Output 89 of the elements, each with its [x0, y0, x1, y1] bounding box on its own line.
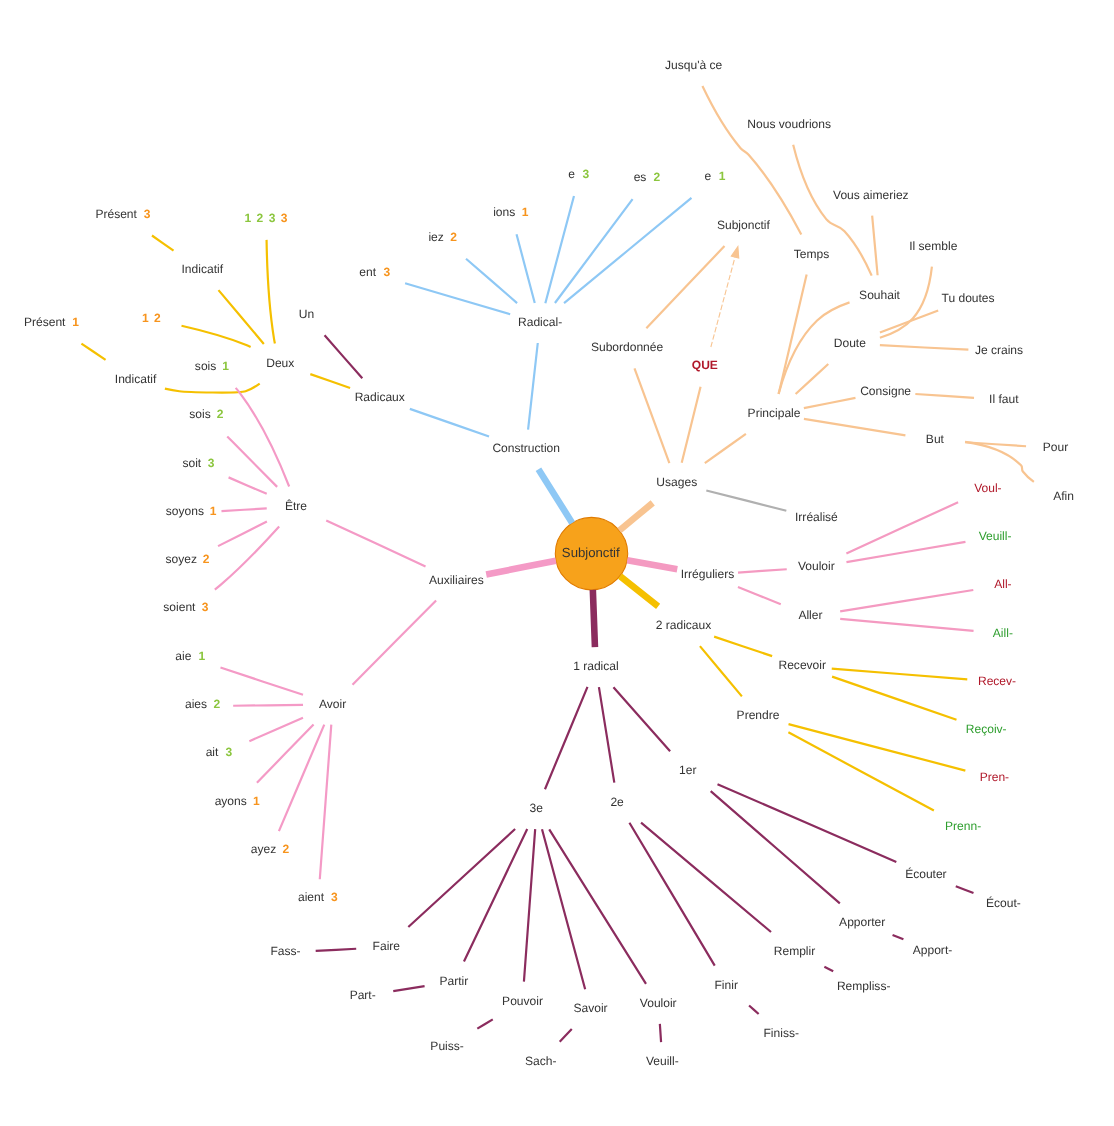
connector	[964, 439, 1035, 482]
connector	[831, 666, 968, 680]
connector	[226, 434, 278, 487]
connector	[597, 685, 616, 782]
connector	[699, 644, 743, 697]
connector	[463, 827, 529, 961]
connector	[840, 616, 974, 631]
connector	[164, 381, 261, 393]
connector	[612, 685, 671, 751]
connector	[640, 820, 772, 932]
connector	[181, 323, 252, 347]
connector	[879, 265, 933, 338]
connector	[540, 827, 587, 989]
connector	[680, 385, 702, 463]
connector	[713, 634, 773, 657]
connector	[879, 343, 969, 350]
connector	[794, 362, 829, 394]
connector	[871, 214, 879, 275]
connector	[256, 722, 315, 783]
connector	[220, 665, 304, 695]
connector	[80, 341, 107, 360]
connector	[879, 308, 939, 333]
connector	[617, 499, 655, 533]
connector	[633, 366, 671, 463]
connector	[706, 488, 787, 511]
connector	[522, 828, 537, 981]
connector	[527, 341, 539, 429]
connector	[955, 884, 974, 893]
connector	[217, 288, 265, 344]
connector	[265, 238, 276, 343]
connector	[845, 500, 959, 554]
connector	[717, 782, 897, 863]
connector	[748, 1003, 760, 1014]
connector	[645, 244, 726, 328]
connector	[515, 232, 536, 303]
connector	[315, 946, 357, 951]
connector	[892, 933, 904, 940]
connector	[248, 715, 304, 742]
connector	[309, 372, 351, 389]
connector	[318, 723, 333, 879]
connector	[792, 143, 873, 276]
connector	[658, 1022, 663, 1042]
connector	[543, 685, 589, 789]
arrow	[710, 243, 740, 347]
connector	[323, 333, 364, 379]
connector	[558, 1027, 573, 1042]
connector	[589, 588, 599, 647]
connector	[554, 197, 634, 303]
connector	[701, 84, 803, 234]
connector	[151, 233, 175, 251]
connector	[803, 395, 856, 409]
connector	[228, 475, 268, 494]
connector	[234, 386, 291, 486]
connector	[409, 406, 490, 437]
connector	[737, 584, 782, 605]
connector	[777, 273, 808, 394]
connector	[233, 702, 304, 706]
connector	[709, 789, 841, 904]
connector	[535, 466, 575, 524]
connector	[915, 391, 975, 398]
connector	[351, 598, 437, 685]
connector	[839, 587, 974, 612]
connector	[704, 432, 747, 463]
connector	[485, 556, 557, 577]
connector	[787, 730, 935, 811]
connector	[221, 506, 267, 512]
connector	[846, 539, 966, 563]
connector	[277, 723, 326, 831]
connector	[476, 1017, 494, 1029]
connector	[393, 984, 425, 992]
connector	[544, 194, 576, 303]
connector	[737, 567, 787, 573]
connector	[831, 674, 957, 720]
connector	[465, 256, 518, 303]
connector	[628, 821, 716, 966]
connector	[803, 416, 906, 436]
connector	[823, 964, 834, 972]
connector	[548, 827, 647, 984]
connector	[407, 827, 516, 927]
connector	[563, 196, 693, 303]
connector	[217, 519, 268, 547]
connector	[214, 524, 280, 590]
connector	[626, 555, 678, 572]
connector	[777, 300, 850, 394]
connector	[325, 518, 426, 567]
connector	[617, 572, 661, 608]
connector	[788, 722, 966, 771]
connector	[404, 281, 511, 315]
connector	[965, 440, 1027, 447]
